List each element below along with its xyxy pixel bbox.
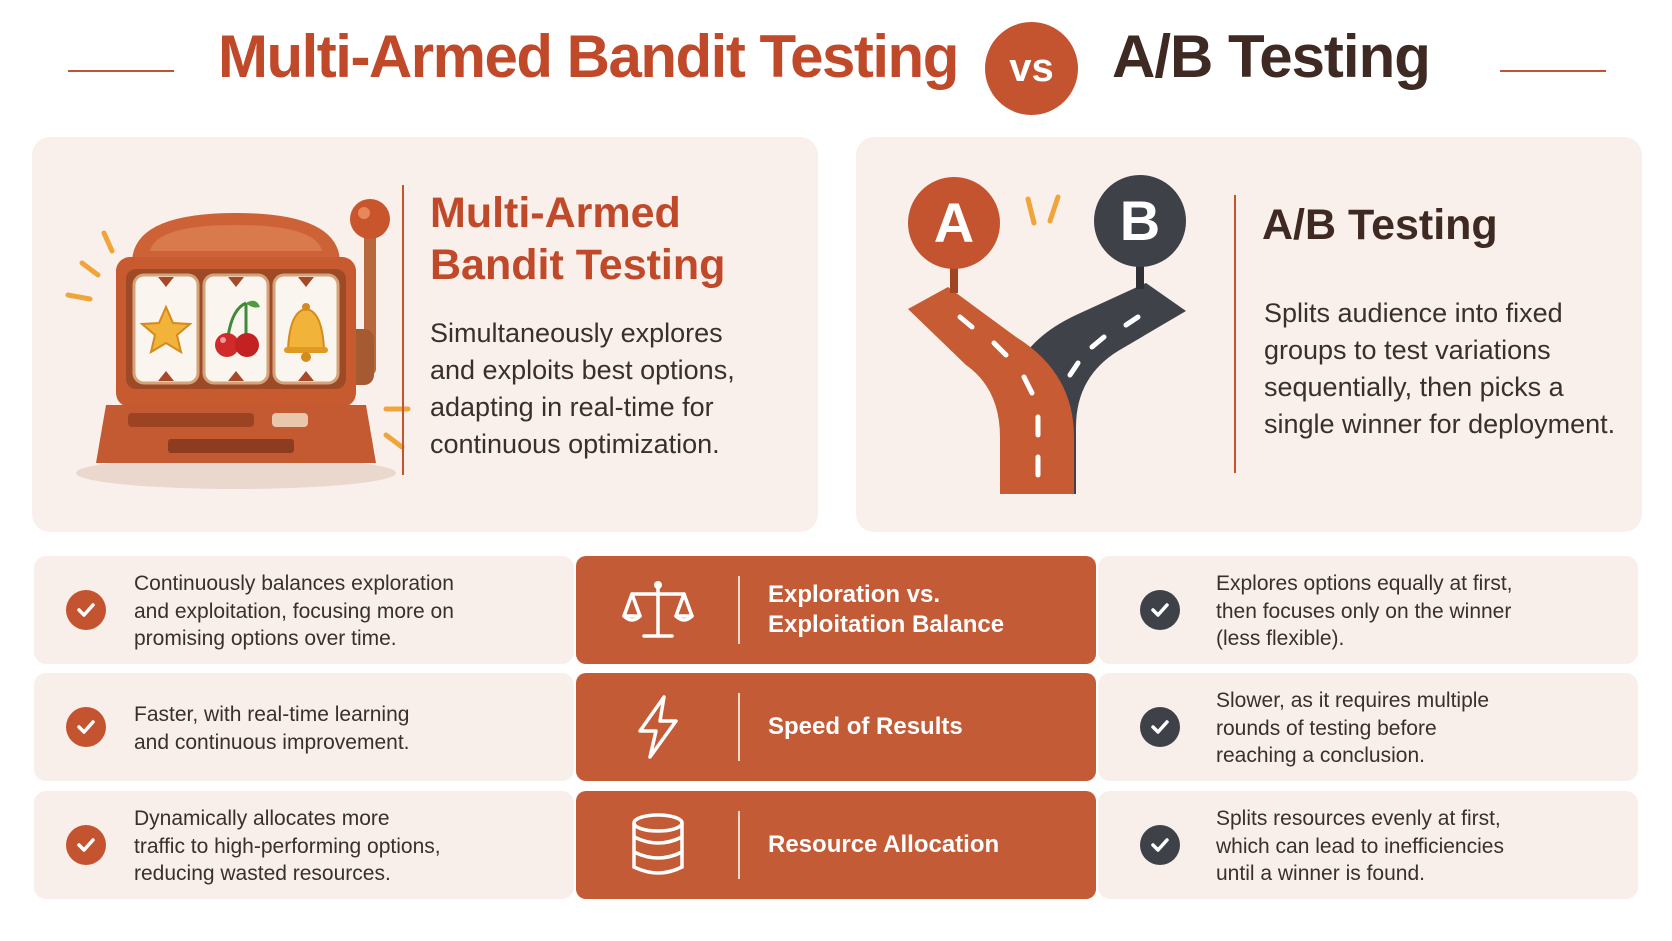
lightning-bolt-icon — [638, 695, 678, 759]
row-text-line: Dynamically allocates more — [134, 807, 390, 830]
criterion-label-line: Speed of Results — [768, 713, 963, 740]
bandit-description-line: continuous optimization. — [430, 429, 720, 459]
bandit-panel: Multi-Armed Bandit Testing Simultaneousl… — [32, 137, 818, 532]
bandit-row-resources: Dynamically allocates more traffic to hi… — [34, 791, 574, 899]
criterion-separator — [738, 693, 740, 761]
bandit-description-line: adapting in real-time for — [430, 392, 714, 422]
row-text-line: Explores options equally at first, — [1216, 572, 1513, 595]
row-text-line: rounds of testing before — [1216, 716, 1437, 740]
criterion-label-line: Exploration vs. — [768, 581, 941, 608]
row-text-line: Faster, with real-time learning — [134, 703, 410, 726]
criterion-label: Resource Allocation — [768, 830, 999, 860]
forked-road-icon — [908, 175, 1186, 494]
check-icon — [66, 707, 106, 747]
row-text-line: then focuses only on the winner — [1216, 599, 1512, 623]
row-text-line: Slower, as it requires multiple — [1216, 689, 1490, 712]
ab-row-speed: Slower, as it requires multiple rounds o… — [1098, 673, 1638, 781]
ab-divider — [1234, 195, 1236, 473]
check-icon — [66, 825, 106, 865]
bandit-description-line: Simultaneously explores — [430, 318, 723, 348]
bandit-description: Simultaneously explores and exploits bes… — [430, 315, 735, 463]
row-text-line: until a winner is found. — [1216, 862, 1425, 885]
ab-title: A/B Testing — [1262, 201, 1498, 249]
bandit-row-text: Dynamically allocates more traffic to hi… — [134, 805, 441, 888]
ab-row-resources: Splits resources evenly at first, which … — [1098, 791, 1638, 899]
bandit-divider — [402, 185, 404, 475]
vs-badge: vs — [985, 22, 1078, 115]
row-text-line: promising options over time. — [134, 627, 397, 650]
badge-a-label: A — [933, 191, 975, 254]
badge-b-label: B — [1119, 189, 1161, 252]
slot-machine-icon — [65, 199, 411, 489]
database-icon — [632, 813, 684, 875]
row-text-line: Continuously balances exploration — [134, 572, 454, 595]
row-text-line: Splits resources evenly at first, — [1216, 807, 1501, 830]
ab-row-text: Explores options equally at first, then … — [1216, 570, 1512, 653]
check-icon — [1140, 707, 1180, 747]
row-text-line: reaching a conclusion. — [1216, 744, 1425, 767]
criterion-speed: Speed of Results — [576, 673, 1096, 781]
header-rule-left — [68, 70, 174, 72]
criterion-label-line: Resource Allocation — [768, 831, 1000, 858]
criterion-resources: Resource Allocation — [576, 791, 1096, 899]
criterion-label-line: Exploitation Balance — [768, 611, 1005, 638]
bandit-row-exploration: Continuously balances exploration and ex… — [34, 556, 574, 664]
bandit-description-line: and exploits best options, — [430, 355, 735, 385]
row-text-line: and exploitation, focusing more on — [134, 599, 454, 623]
ab-description-line: Splits audience into fixed — [1264, 298, 1563, 328]
bandit-title-line2: Bandit Testing — [430, 241, 726, 289]
bandit-title: Multi-Armed Bandit Testing — [430, 187, 725, 291]
row-text-line: reducing wasted resources. — [134, 862, 391, 885]
criterion-label: Exploration vs. Exploitation Balance — [768, 580, 1004, 640]
criterion-separator — [738, 811, 740, 879]
bandit-title-line1: Multi-Armed — [430, 189, 681, 237]
bandit-row-text: Faster, with real-time learning and cont… — [134, 701, 410, 756]
check-icon — [1140, 825, 1180, 865]
ab-description-line: single winner for deployment. — [1264, 409, 1616, 439]
balance-scale-icon — [622, 581, 694, 638]
criterion-separator — [738, 576, 740, 644]
vs-label: vs — [1009, 46, 1054, 90]
ab-row-text: Slower, as it requires multiple rounds o… — [1216, 687, 1489, 770]
check-icon — [66, 590, 106, 630]
criterion-exploration: Exploration vs. Exploitation Balance — [576, 556, 1096, 664]
criterion-label: Speed of Results — [768, 712, 963, 742]
row-text-line: traffic to high-performing options, — [134, 834, 441, 858]
ab-row-text: Splits resources evenly at first, which … — [1216, 805, 1504, 888]
row-text-line: (less flexible). — [1216, 627, 1345, 650]
header-title-ab: A/B Testing — [1112, 23, 1431, 90]
ab-description-line: groups to test variations — [1264, 335, 1551, 365]
row-text-line: and continuous improvement. — [134, 730, 410, 754]
ab-description: Splits audience into fixed groups to tes… — [1264, 295, 1615, 443]
bandit-row-speed: Faster, with real-time learning and cont… — [34, 673, 574, 781]
ab-row-exploration: Explores options equally at first, then … — [1098, 556, 1638, 664]
check-icon — [1140, 590, 1180, 630]
bandit-row-text: Continuously balances exploration and ex… — [134, 570, 454, 653]
row-text-line: which can lead to inefficiencies — [1216, 834, 1504, 858]
header-rule-right — [1500, 70, 1606, 72]
ab-description-line: sequentially, then picks a — [1264, 372, 1564, 402]
header-title-bandit: Multi-Armed Bandit Testing — [218, 23, 959, 90]
ab-panel: A B A/B Testing Splits audience into fix… — [856, 137, 1642, 532]
